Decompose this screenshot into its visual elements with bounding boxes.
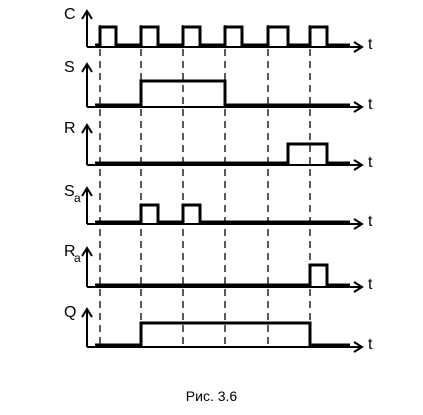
- y-axis-arrow-icon: [81, 62, 93, 73]
- time-axis-arrow-icon: [353, 341, 364, 353]
- time-label: t: [368, 154, 373, 171]
- waveform: [95, 263, 350, 287]
- figure-caption: Рис. 3.6: [185, 388, 238, 404]
- signal-row-s: St: [64, 59, 373, 113]
- time-label: t: [368, 336, 373, 353]
- waveform: [95, 203, 350, 224]
- waveform: [95, 25, 350, 47]
- waveform: [95, 142, 350, 165]
- signal-label: R: [64, 243, 76, 260]
- signal-label: S: [64, 59, 75, 76]
- signal-row-r: Rt: [64, 120, 373, 171]
- time-label: t: [368, 213, 373, 230]
- time-label: t: [368, 36, 373, 53]
- signal-row-c: Ct: [64, 6, 373, 53]
- signal-row-ra: Ra t: [64, 243, 373, 293]
- y-axis-arrow-icon: [81, 186, 93, 197]
- time-axis-arrow-icon: [353, 159, 364, 171]
- time-axis-arrow-icon: [353, 281, 364, 293]
- y-axis-arrow-icon: [81, 123, 93, 134]
- signal-row-q: Qt: [64, 304, 373, 353]
- time-axis-arrow-icon: [353, 218, 364, 230]
- signal-label: S: [64, 183, 75, 200]
- time-axis-arrow-icon: [353, 101, 364, 113]
- signal-label-subscript: a: [74, 191, 81, 205]
- clock-edge-guides: [99, 25, 311, 347]
- signal-label-subscript: a: [74, 251, 81, 265]
- waveform: [95, 321, 350, 347]
- y-axis-arrow-icon: [81, 9, 93, 20]
- y-axis-arrow-icon: [81, 307, 93, 318]
- time-label: t: [368, 96, 373, 113]
- waveform: [95, 79, 350, 107]
- y-axis-arrow-icon: [81, 246, 93, 257]
- time-axis-arrow-icon: [353, 41, 364, 53]
- time-label: t: [368, 276, 373, 293]
- signal-label: C: [64, 6, 76, 23]
- signal-label: R: [64, 120, 76, 137]
- signal-label: Q: [64, 304, 76, 321]
